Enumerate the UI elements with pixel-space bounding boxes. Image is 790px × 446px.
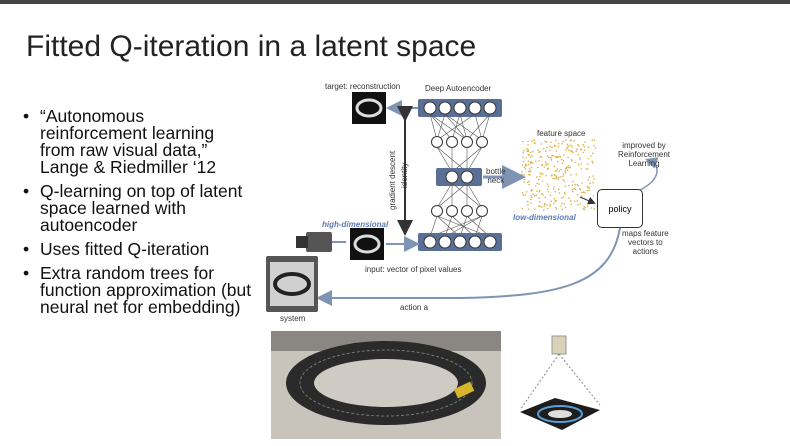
slide-title: Fitted Q-iteration in a latent space xyxy=(26,30,477,63)
maps-label-line: vectors to xyxy=(628,238,663,247)
low-dimensional-label: low-dimensional xyxy=(513,213,576,222)
rl-loop-arrow xyxy=(639,157,659,191)
hidden-layer-upper xyxy=(431,136,488,148)
bullet-item: Extra random trees for function approxim… xyxy=(20,264,252,316)
gradient-label: gradient descent xyxy=(388,150,397,210)
maps-label-line: actions xyxy=(632,247,659,256)
input-image xyxy=(350,228,384,260)
system-label: system xyxy=(280,314,306,323)
high-dimensional-label: high-dimensional xyxy=(322,220,389,229)
autoencoder-label: Deep Autoencoder xyxy=(425,84,492,93)
maps-label-line: maps feature xyxy=(622,229,669,238)
policy-box: policy xyxy=(597,189,643,228)
improved-label-line: improved by xyxy=(622,141,666,150)
camera-icon xyxy=(296,232,346,252)
improved-label-line: Learning xyxy=(628,159,660,168)
bullet-item: Q-learning on top of latent space learne… xyxy=(20,182,252,234)
hidden-layer-lower xyxy=(431,205,488,217)
bullet-list: “Autonomous reinforcement learning from … xyxy=(20,107,252,323)
bottleneck-layer xyxy=(436,168,482,186)
action-arrow xyxy=(316,227,621,306)
system-image xyxy=(266,256,318,312)
race-track-photo xyxy=(271,331,501,439)
maps-feature-label: maps feature vectors to actions xyxy=(622,229,669,256)
action-label: action a xyxy=(400,303,429,312)
improved-label-line: Reinforcement xyxy=(618,150,671,159)
feature-space-scatter xyxy=(521,139,597,211)
target-label: target: reconstruction xyxy=(325,82,401,91)
bottleneck-label: bottle neck xyxy=(486,167,506,185)
input-label: input: vector of pixel values xyxy=(365,265,462,274)
input-layer xyxy=(418,233,502,251)
bullet-item: Uses fitted Q-iteration xyxy=(20,240,252,258)
bottleneck-label-line: bottle xyxy=(486,167,506,176)
connections-upper xyxy=(429,113,491,141)
slide-top-bar xyxy=(0,0,790,4)
camera-setup-figure xyxy=(519,335,601,430)
improved-by-rl-label: improved by Reinforcement Learning xyxy=(618,141,670,168)
target-reconstruction-image xyxy=(352,92,386,124)
feature-space-label: feature space xyxy=(537,129,586,138)
bullet-item: “Autonomous reinforcement learning from … xyxy=(20,107,252,176)
identity-label: identity xyxy=(400,162,409,188)
bottleneck-label-line: neck xyxy=(487,176,505,185)
